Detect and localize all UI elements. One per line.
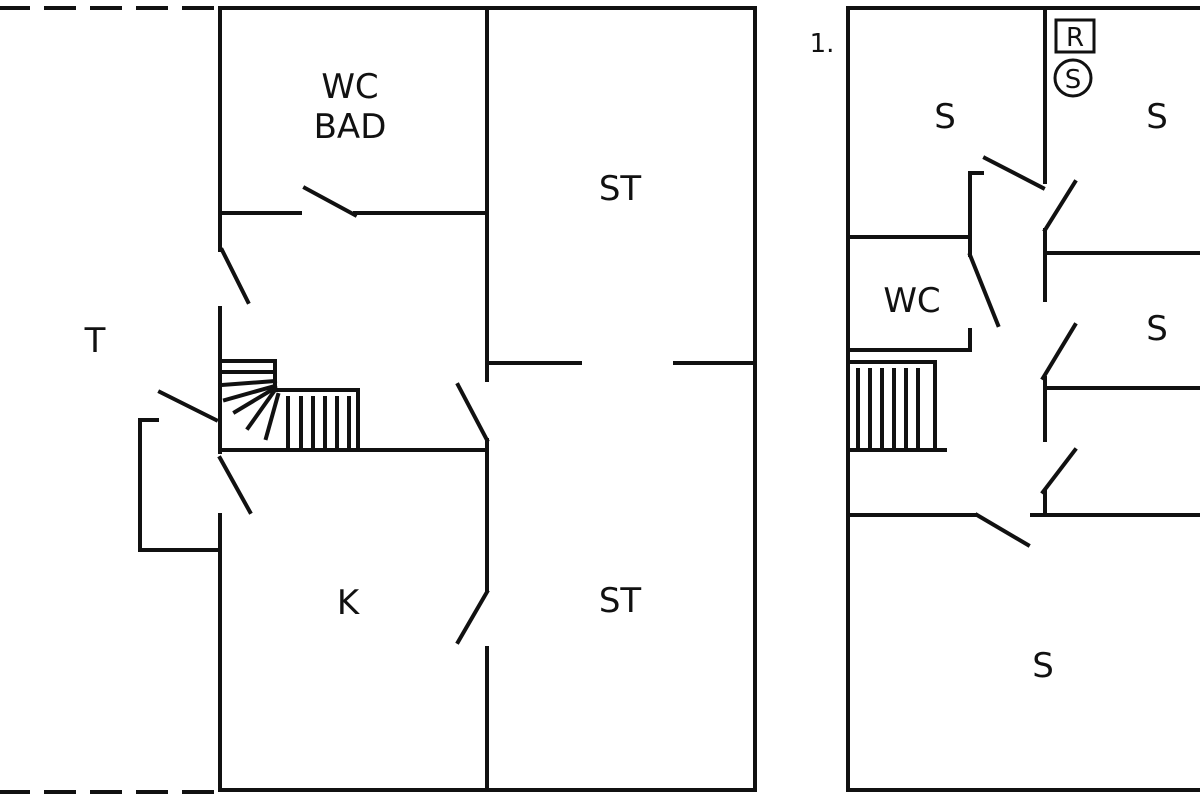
room-label-terrace: T (84, 321, 106, 361)
room-label-bedroom-top-left: S (934, 97, 956, 137)
r-symbol-box (1054, 18, 1096, 54)
room-label-wc-upper: WC (883, 281, 940, 321)
door-swing (1040, 447, 1078, 495)
room-label-bath: BAD (314, 107, 387, 147)
door-swing (219, 247, 251, 305)
ground-floor-plan: WC BAD ST T K ST (0, 6, 757, 794)
room-label-bedroom-mid-right: S (1146, 309, 1168, 349)
wall (968, 171, 984, 257)
level-label: 1. (810, 29, 835, 59)
room-label-bedroom-bottom: S (1032, 646, 1054, 686)
room-label-living-bottom: ST (599, 581, 642, 621)
door-swing (1040, 322, 1078, 381)
room-label-kitchen: K (337, 583, 361, 623)
room-label-living-top: ST (599, 169, 642, 209)
staircase (219, 359, 360, 450)
room-label-bedroom-top-right: S (1146, 97, 1168, 137)
door-swing (1042, 179, 1078, 233)
door-swing (982, 155, 1046, 191)
upper-floor-plan: 1. R S S (810, 6, 1200, 792)
wall (846, 328, 972, 352)
r-symbol-label: R (1066, 23, 1084, 53)
door-swing (974, 512, 1031, 548)
door-swing (967, 252, 1001, 328)
door-swing (455, 382, 490, 443)
door-swing (455, 589, 490, 645)
door-swing (302, 185, 358, 218)
s-symbol-circle (1053, 58, 1093, 98)
room-label-wc: WC (321, 67, 378, 107)
staircase (846, 360, 947, 452)
s-symbol-label: S (1065, 65, 1082, 95)
door-swing (157, 389, 219, 423)
porch-wall (138, 418, 220, 552)
door-swing (217, 455, 253, 515)
